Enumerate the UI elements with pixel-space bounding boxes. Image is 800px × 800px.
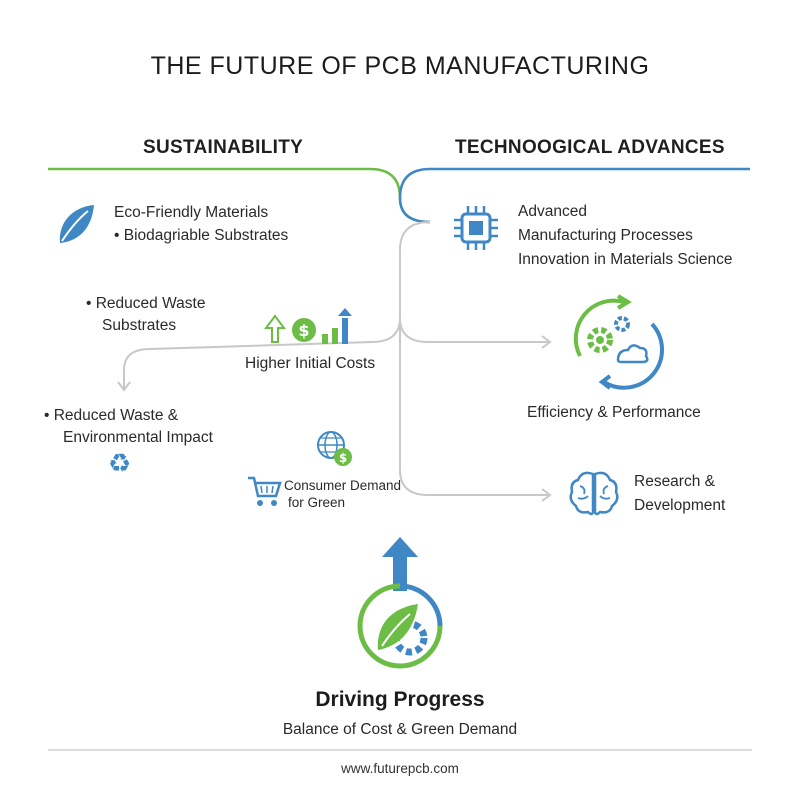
impact-label-1: • Reduced Waste & [44, 407, 179, 424]
leaf-icon [52, 201, 98, 252]
svg-text:$: $ [298, 321, 309, 340]
manufacturing-processes-label: Manufacturing Processes [518, 227, 693, 244]
driving-progress-title: Driving Progress [315, 688, 485, 711]
footer-url[interactable]: www.futurepcb.com [341, 761, 459, 776]
consumer-demand-label: Consumer Demand [284, 478, 402, 493]
up-arrow-icon [380, 535, 420, 598]
development-label: Development [634, 497, 726, 514]
brain-icon [568, 468, 620, 523]
svg-text:$: $ [339, 451, 347, 465]
chip-icon [452, 204, 500, 257]
biodegradable-label: • Biodagriable Substrates [114, 227, 289, 244]
globe-dollar-icon: $ [314, 428, 354, 473]
sustainability-heading: SUSTAINABILITY [143, 137, 304, 158]
innovation-label: Innovation in Materials Science [518, 251, 733, 268]
reduced-waste-label: • Reduced Waste [86, 295, 206, 312]
cart-icon [246, 474, 282, 513]
efficiency-label: Efficiency & Performance [527, 404, 701, 421]
tech-advances-heading: TECHNOOGICAL ADVANCES [455, 137, 725, 158]
leaf-gear-emblem [354, 580, 446, 677]
gears-cycle-icon [566, 294, 666, 395]
research-label: Research & [634, 473, 715, 490]
impact-label-2: Environmental Impact [63, 429, 213, 446]
growth-icon: $ [262, 306, 362, 351]
eco-materials-label: Eco-Friendly Materials [114, 204, 269, 221]
driving-progress-subtitle: Balance of Cost & Green Demand [282, 721, 518, 738]
for-green-label: for Green [288, 495, 346, 510]
recycle-icon: ♻ [108, 448, 132, 478]
advanced-label: Advanced [518, 203, 587, 220]
substrates-label: Substrates [102, 317, 177, 334]
higher-costs-label: Higher Initial Costs [245, 355, 376, 372]
page-title: THE FUTURE OF PCB MANUFACTURING [150, 52, 650, 80]
